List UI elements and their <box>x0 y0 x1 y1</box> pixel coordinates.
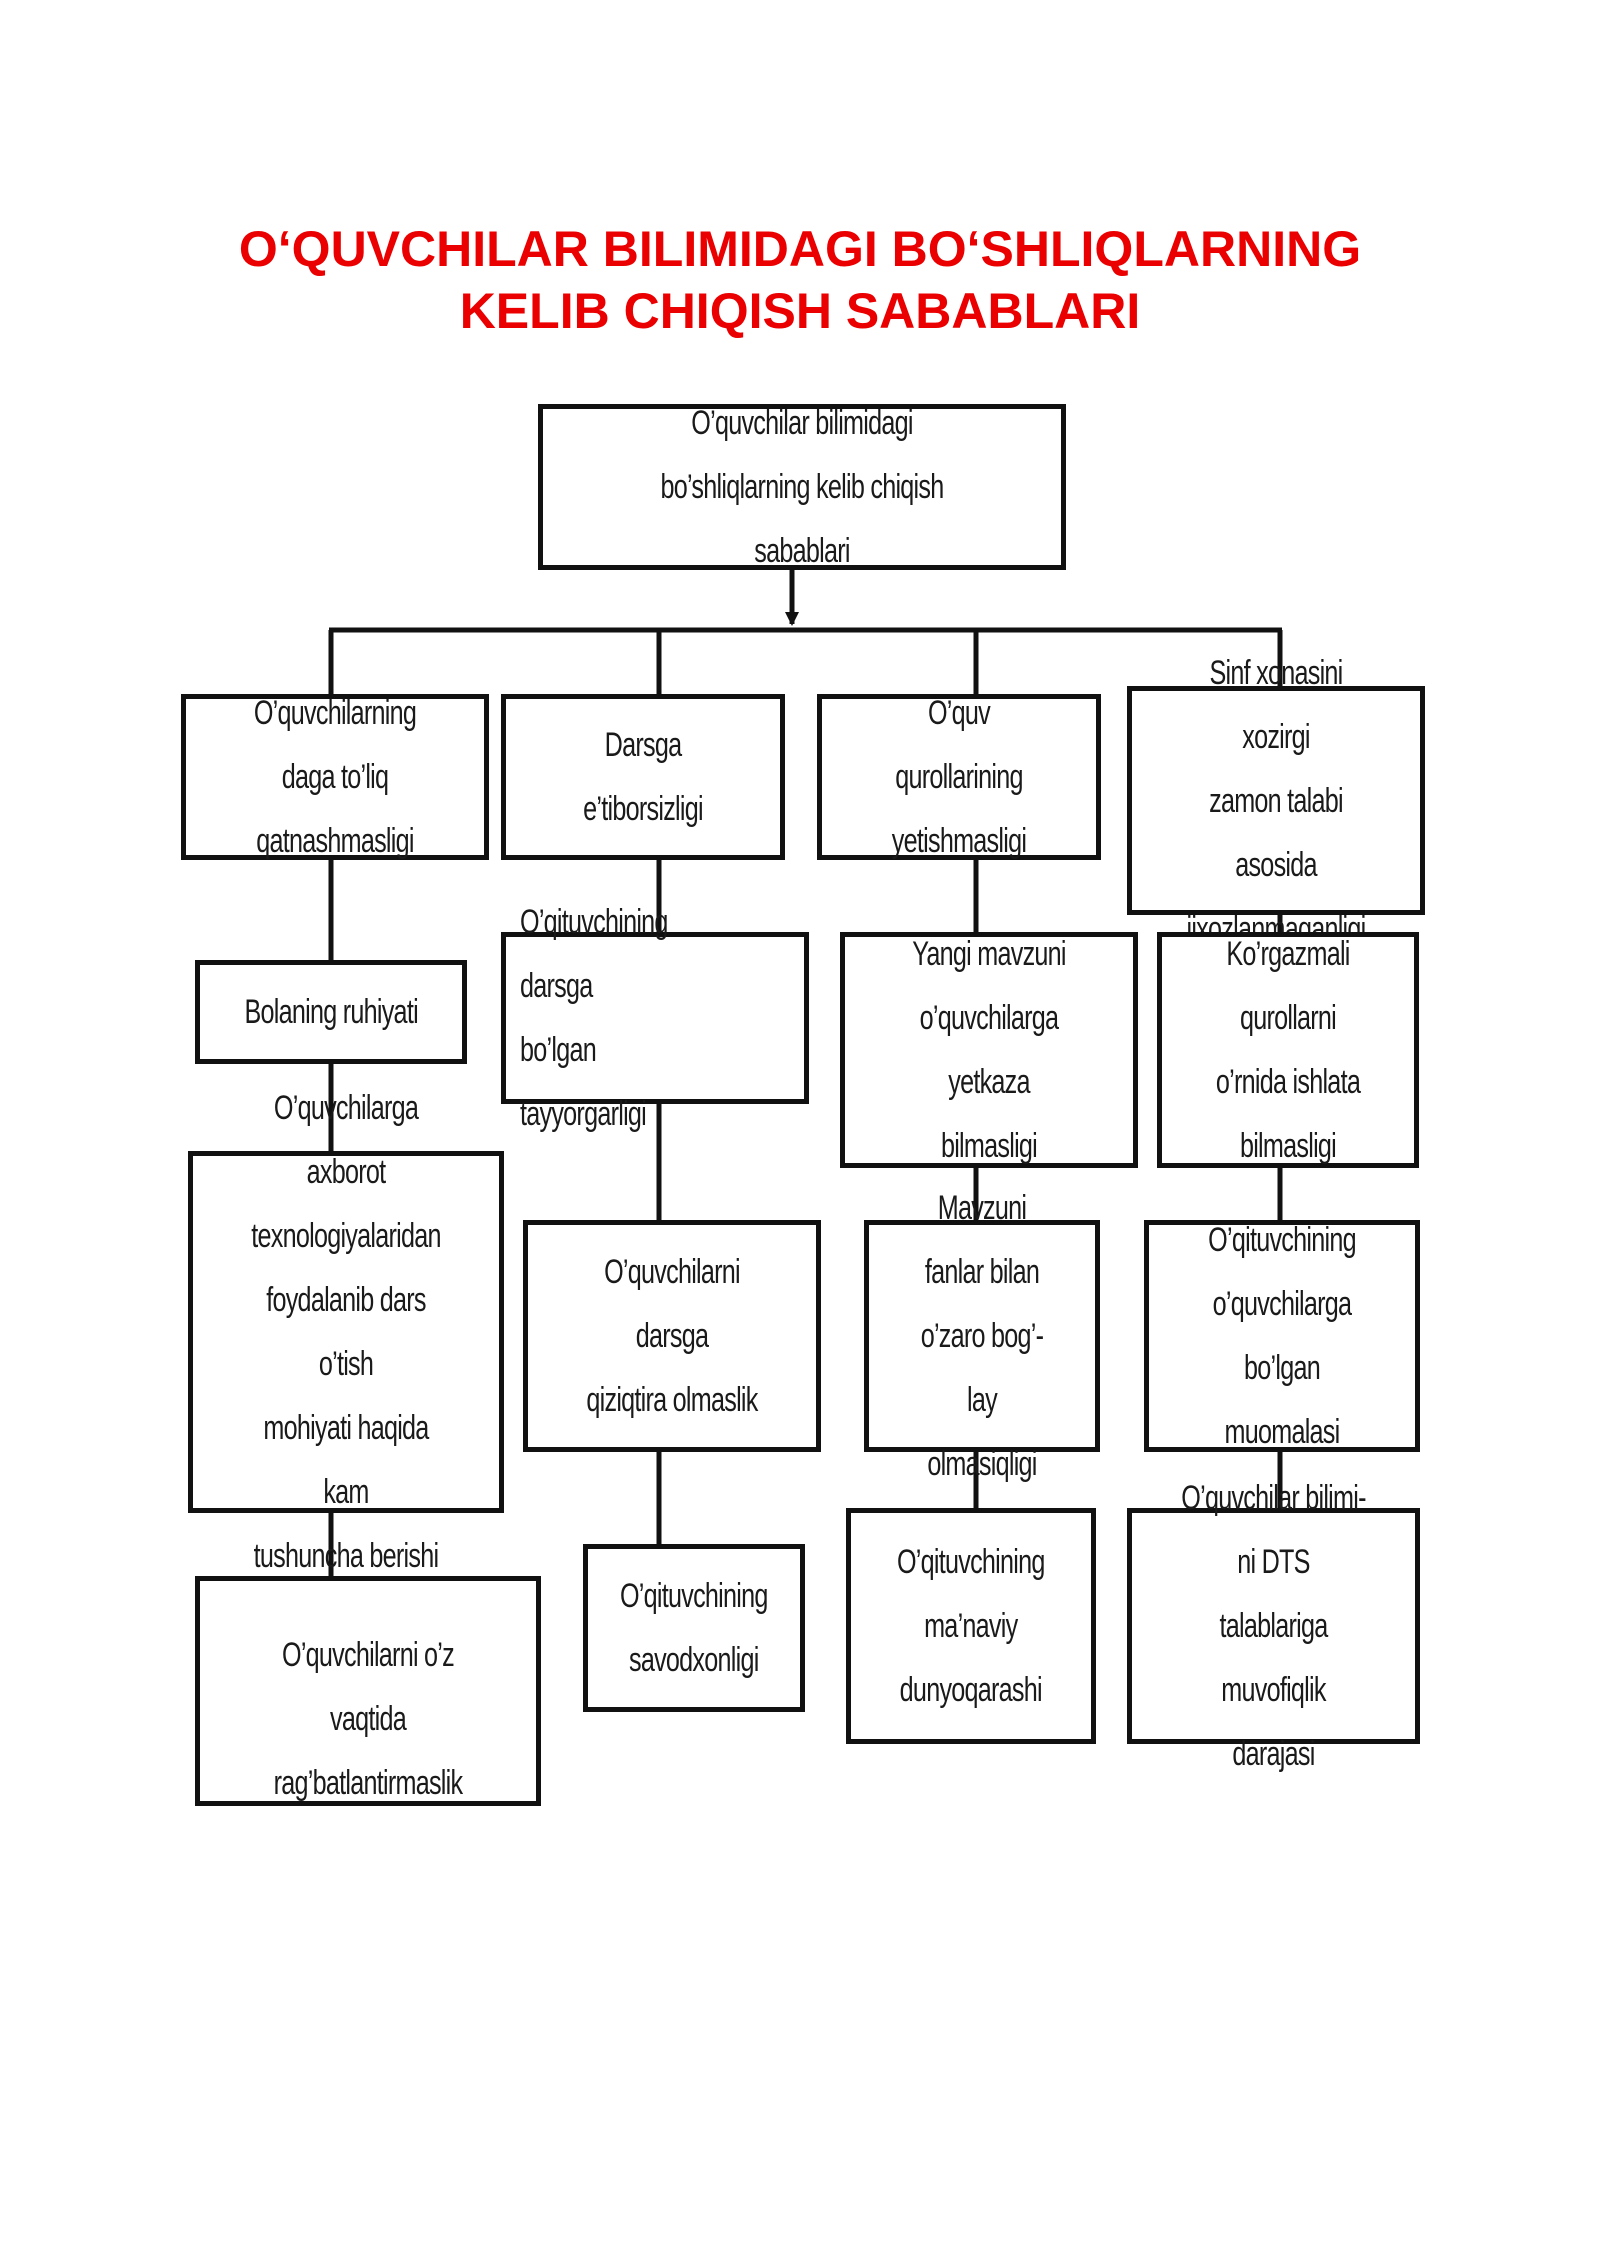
cause-box-col4-row1: Sinf xonasini xozirgi zamon talabi asosi… <box>1127 654 1425 948</box>
cause-box-text: O’quvchilarni o’z vaqtida rag’batlantirm… <box>273 1636 463 1802</box>
cause-box-col1-row2: Bolaning ruhiyati <box>195 960 467 1064</box>
cause-box-text: O’qituvchining savodxonligi <box>620 1577 768 1679</box>
cause-box-text: Yangi mavzuni o’quvchilarga yetkaza bilm… <box>912 935 1066 1165</box>
cause-box-col1-row4: O’quvchilarni o’z vaqtida rag’batlantirm… <box>195 1576 541 1806</box>
page-title: O‘QUVCHILAR BILIMIDAGI BO‘SHLIQLARNING K… <box>0 218 1600 342</box>
cause-box-col2-row4: O’qituvchining savodxonligi <box>583 1544 805 1712</box>
cause-box-col2-row2: O’qituvchining darsga bo’lgan tayyorgarl… <box>501 903 809 1133</box>
cause-box-col1-row1: O’quvchilarning daga to’liq qatnashmasli… <box>181 694 489 860</box>
cause-box-col4-row3: O’qituvchining o’quvchilarga bo’lgan muo… <box>1144 1220 1420 1452</box>
cause-box-col4-row4: O’quvchilar bilimi-ni DTS talablariga mu… <box>1127 1479 1420 1773</box>
cause-box-text: O’quvchilarga axborot texnologiyalaridan… <box>251 1089 441 1575</box>
cause-box-col4-row2: Ko’rgazmali qurollarni o’rnida ishlata b… <box>1157 932 1419 1168</box>
cause-box-text: O’quvchilarning daga to’liq qatnashmasli… <box>253 694 417 860</box>
cause-box-col3-row2: Yangi mavzuni o’quvchilarga yetkaza bilm… <box>840 932 1138 1168</box>
cause-box-col2-row1: Darsga e’tiborsizligi <box>501 694 785 860</box>
title-line-2: KELIB CHIQISH SABABLARI <box>459 283 1141 339</box>
cause-box-col3-row4: O’qituvchining ma’naviy dunyoqarashi <box>846 1508 1096 1744</box>
cause-box-text: O’qituvchining ma’naviy dunyoqarashi <box>897 1543 1045 1709</box>
cause-box-text: O’quvchilarni darsga qiziqtira olmaslik <box>586 1253 758 1419</box>
root-box: O’quvchilar bilimidagi bo’shliqlarning k… <box>538 404 1066 570</box>
cause-box-col2-row3: O’quvchilarni darsga qiziqtira olmaslik <box>523 1220 821 1452</box>
cause-box-text: Darsga e’tiborsizligi <box>583 726 703 828</box>
cause-box-text: Sinf xonasini xozirgi zamon talabi asosi… <box>1186 653 1366 948</box>
title-line-1: O‘QUVCHILAR BILIMIDAGI BO‘SHLIQLARNING <box>238 221 1362 277</box>
cause-box-text: Bolaning ruhiyati <box>244 993 418 1031</box>
cause-box-text: Mavzuni fanlar bilan o’zaro bog’-lay olm… <box>920 1189 1044 1483</box>
arrow-head <box>785 612 799 626</box>
cause-box-col3-row1: O’quv qurollarining yetishmasligi <box>817 694 1101 860</box>
cause-box-text: Ko’rgazmali qurollarni o’rnida ishlata b… <box>1215 935 1361 1165</box>
root-box-text: O’quvchilar bilimidagi bo’shliqlarning k… <box>660 404 945 570</box>
cause-box-text: O’quvchilar bilimi-ni DTS talablariga mu… <box>1181 1479 1366 1773</box>
cause-box-text: O’qituvchining darsga bo’lgan tayyorgarl… <box>520 903 668 1133</box>
cause-box-text: O’quv qurollarining yetishmasligi <box>891 694 1027 860</box>
cause-box-col1-row3: O’quvchilarga axborot texnologiyalaridan… <box>188 1089 504 1575</box>
cause-box-text: O’qituvchining o’quvchilarga bo’lgan muo… <box>1208 1221 1356 1451</box>
cause-box-col3-row3: Mavzuni fanlar bilan o’zaro bog’-lay olm… <box>864 1189 1100 1483</box>
